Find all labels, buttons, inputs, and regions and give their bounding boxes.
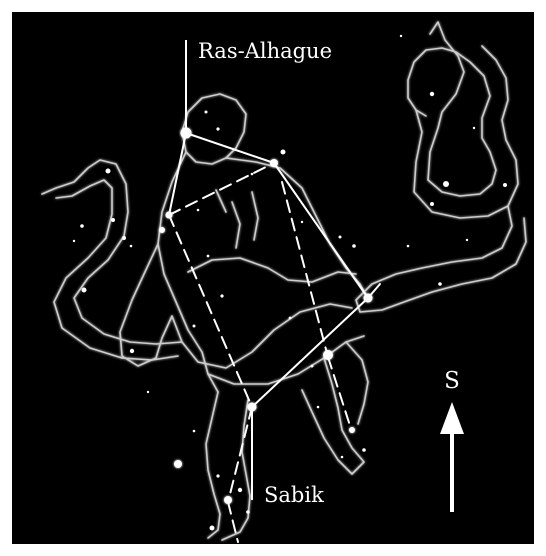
serpent-middle-outline [356, 206, 526, 312]
star [430, 202, 434, 206]
star [317, 406, 320, 409]
label-ras-alhague: Ras-Alhague [198, 39, 332, 63]
star [246, 510, 250, 514]
star [73, 240, 75, 242]
figure-torso-detail [216, 190, 258, 248]
star [147, 391, 149, 393]
star [503, 183, 507, 187]
star [216, 127, 219, 130]
star-foot-left [224, 496, 232, 504]
star [205, 111, 208, 114]
star [122, 236, 126, 240]
serpent-left-inner [54, 180, 178, 360]
star-leg-right [349, 427, 355, 433]
star-rasalhague [181, 128, 192, 139]
label-sabik: Sabik [264, 483, 324, 507]
star [362, 448, 366, 452]
star [473, 127, 475, 129]
star-east-lower [323, 350, 333, 360]
star [130, 349, 134, 353]
star-east [364, 294, 373, 303]
star [82, 288, 87, 293]
direction-indicator: S [440, 368, 464, 512]
star [301, 221, 303, 223]
star [281, 150, 286, 155]
star [311, 365, 314, 368]
star [430, 92, 434, 96]
star [210, 526, 215, 531]
star [106, 169, 111, 174]
star [400, 35, 402, 37]
star [438, 282, 442, 286]
star [220, 294, 223, 297]
star [443, 181, 449, 187]
star-sabik [248, 403, 257, 412]
figure-left-leg-outline [206, 392, 220, 538]
figure-right-side-outline [226, 158, 368, 298]
figure-inner-arm-outline [188, 258, 356, 282]
figure-right-thigh-outline [346, 342, 368, 424]
main-stars [159, 128, 373, 505]
serpent-upper-outline [408, 22, 496, 196]
star [197, 209, 200, 212]
constellation-diagram: S Ras-Alhague Sabik [12, 12, 534, 544]
figure-head-outline [182, 94, 246, 164]
star [339, 236, 342, 239]
star-waist [174, 460, 182, 468]
star [251, 173, 254, 176]
star [207, 255, 210, 258]
star [216, 474, 219, 477]
star-mid-left [159, 227, 165, 233]
star [341, 456, 344, 459]
star [193, 430, 196, 433]
star [130, 245, 133, 248]
star [238, 488, 242, 492]
star [352, 244, 356, 248]
figure-arms-outline [120, 244, 352, 368]
star-chart: S Ras-Alhague Sabik [12, 12, 534, 544]
background-stars [73, 35, 507, 531]
star-cebalrai [270, 159, 278, 167]
line-east-to-sabik [252, 298, 368, 407]
star [80, 224, 84, 228]
star [407, 245, 410, 248]
direction-label: S [444, 368, 460, 394]
star [111, 218, 115, 222]
arrow-head-icon [440, 402, 464, 434]
star [289, 317, 292, 320]
star [193, 325, 196, 328]
star-kornephoros [166, 212, 173, 219]
line-rasalhague-to-kornephoros [169, 133, 186, 215]
star [466, 239, 468, 241]
constellation-solid-lines [169, 133, 380, 407]
dashed-line-upper [169, 163, 274, 215]
serpent-upper-inner [414, 46, 518, 218]
